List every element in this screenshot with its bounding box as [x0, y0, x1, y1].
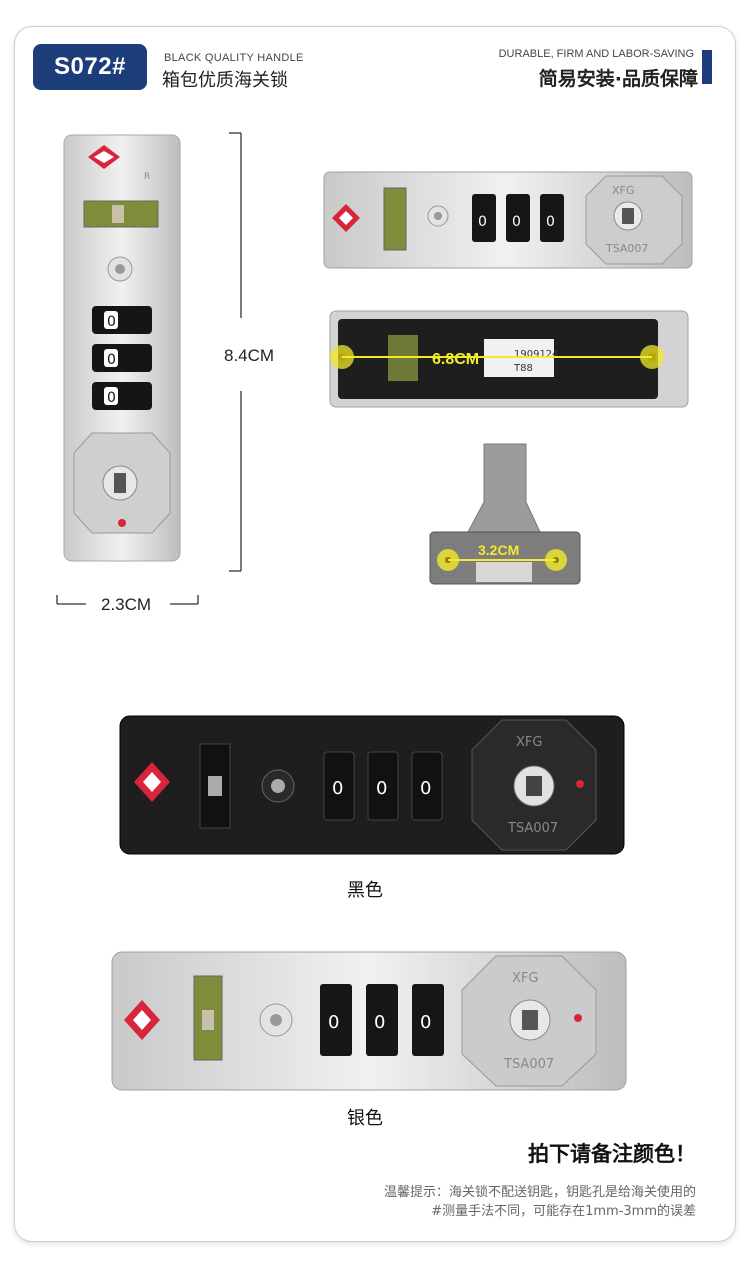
subtitle-en: BLACK QUALITY HANDLE — [164, 52, 304, 64]
svg-text:0: 0 — [107, 314, 116, 330]
svg-text:T88: T88 — [513, 363, 533, 374]
tsa-logo-icon — [332, 204, 360, 232]
svg-text:0: 0 — [107, 352, 116, 368]
svg-text:0: 0 — [332, 778, 343, 799]
height-label: 8.4CM — [224, 346, 275, 365]
lock-back-image: 1909124 T88 6.8CM — [329, 310, 689, 408]
dial-row-2: 0 — [92, 344, 152, 372]
horizontal-lock-image: 0 0 0 XFG TSA007 — [323, 171, 693, 269]
svg-text:0: 0 — [546, 214, 555, 230]
svg-text:0: 0 — [478, 214, 487, 230]
svg-text:6.8CM: 6.8CM — [432, 351, 479, 368]
slogan-cn: 简易安装·品质保障 — [538, 68, 698, 90]
svg-text:3.2CM: 3.2CM — [478, 542, 519, 558]
black-color-label: 黑色 — [347, 880, 383, 901]
silver-lock-image: 0 0 0 XFG TSA007 — [111, 951, 627, 1091]
dials: 0 0 0 — [472, 194, 564, 242]
tsa-logo-icon — [134, 762, 170, 802]
svg-text:XFG: XFG — [612, 184, 634, 197]
svg-text:1909124: 1909124 — [514, 349, 559, 360]
svg-text:0: 0 — [420, 1012, 431, 1033]
svg-text:TSA007: TSA007 — [605, 242, 648, 255]
svg-text:0: 0 — [107, 390, 116, 406]
subtitle-cn: 箱包优质海关锁 — [162, 70, 288, 91]
note-line-1: 温馨提示：海关锁不配送钥匙，钥匙孔是给海关使用的 — [383, 1185, 696, 1200]
svg-text:0: 0 — [328, 1012, 339, 1033]
svg-text:0: 0 — [420, 778, 431, 799]
silver-color-label: 银色 — [347, 1108, 383, 1129]
slogan-en: DURABLE, FIRM AND LABOR-SAVING — [498, 48, 694, 60]
svg-text:R: R — [144, 172, 150, 182]
color-note-title: 拍下请备注颜色！ — [528, 1142, 696, 1166]
width-label: 2.3CM — [101, 595, 152, 614]
height-dimension — [229, 132, 242, 572]
note-line-2: #测量手法不同，可能存在1mm-3mm的误差 — [431, 1204, 696, 1219]
model-badge: S072# — [33, 44, 147, 90]
svg-text:0: 0 — [376, 778, 387, 799]
accent-bar — [702, 50, 712, 84]
svg-text:XFG: XFG — [512, 971, 538, 986]
svg-text:0: 0 — [512, 214, 521, 230]
latch-image: 3.2CM — [429, 443, 581, 585]
tsa-logo-icon — [88, 145, 120, 169]
black-lock-image: 0 0 0 XFG TSA007 — [119, 715, 625, 855]
svg-text:TSA007: TSA007 — [507, 821, 558, 836]
vertical-lock-image: R 0 0 0 — [63, 134, 181, 562]
svg-text:TSA007: TSA007 — [503, 1057, 554, 1072]
dial-row-1: 0 — [92, 306, 152, 334]
svg-text:XFG: XFG — [516, 735, 542, 750]
dial-row-3: 0 — [92, 382, 152, 410]
tsa-logo-icon — [124, 1000, 160, 1040]
svg-text:0: 0 — [374, 1012, 385, 1033]
width-dimension — [56, 595, 199, 605]
